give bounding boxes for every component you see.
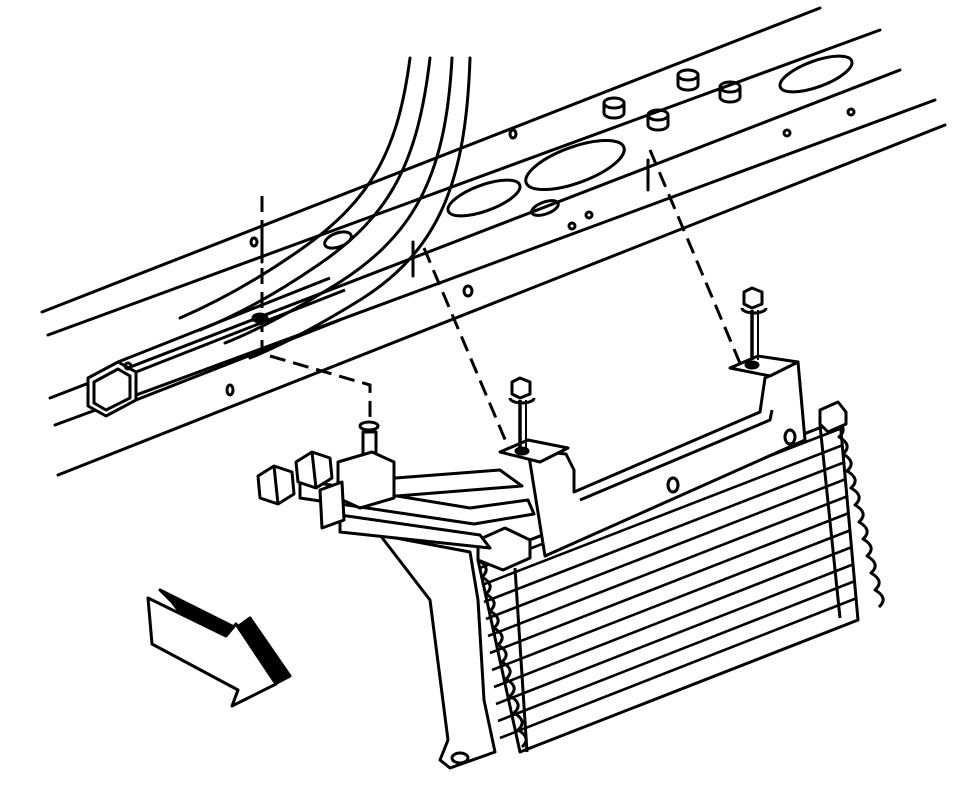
bolt-locator-marks xyxy=(260,158,650,278)
cooler-mounting-bracket xyxy=(476,354,848,572)
mounting-bolt xyxy=(508,286,768,452)
stud-group xyxy=(602,68,742,132)
frame-rail xyxy=(86,276,346,418)
cooler-line-fittings xyxy=(256,420,536,550)
cooler-fins xyxy=(479,426,858,740)
transmission-oil-cooler xyxy=(378,418,885,770)
direction-arrow xyxy=(146,588,292,708)
curved-frame-brace xyxy=(178,56,472,360)
alignment-guides xyxy=(260,149,744,457)
frame-crossmember xyxy=(40,6,947,477)
